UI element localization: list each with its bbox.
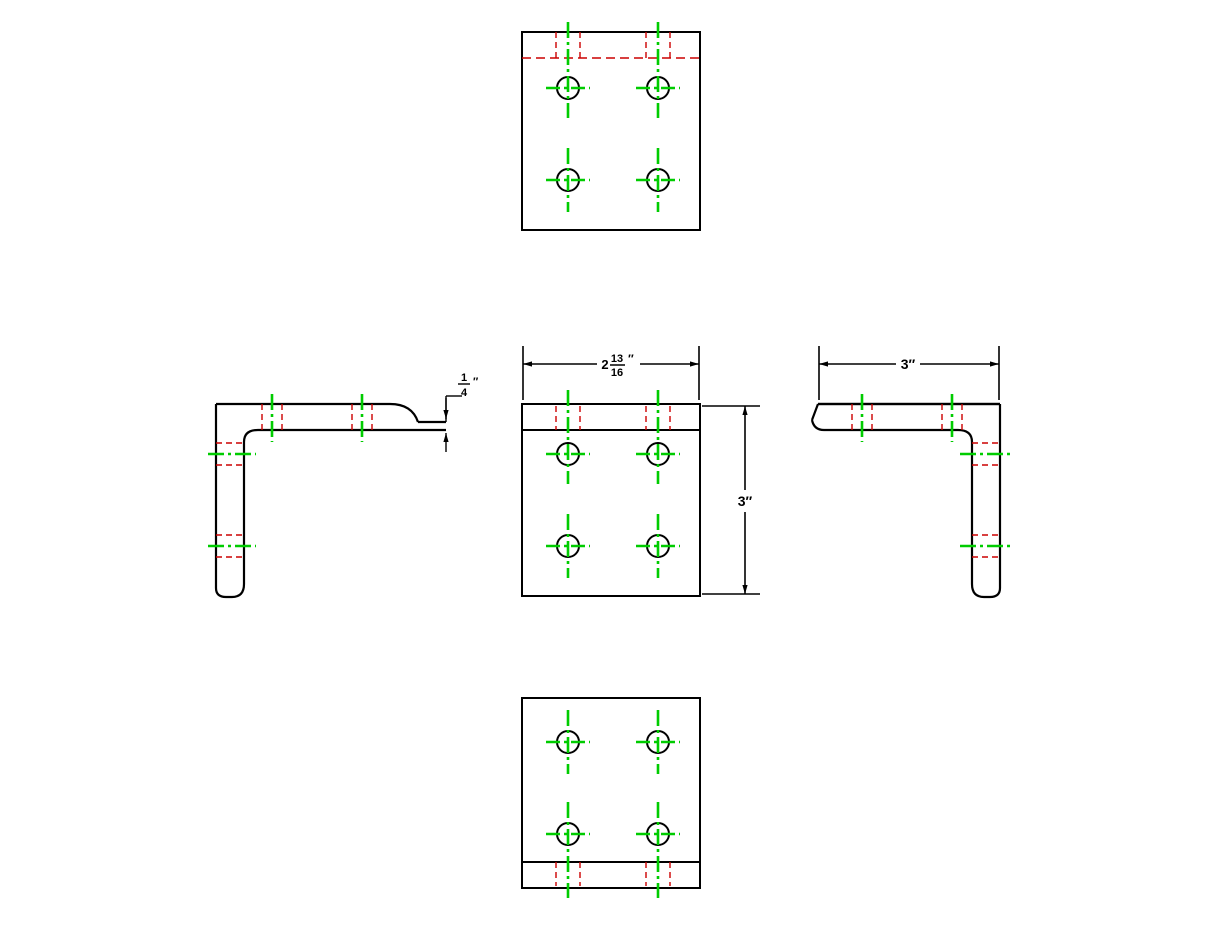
width-numerator: 13 — [611, 353, 623, 365]
height-dimension: 3″ — [702, 405, 760, 595]
width-denominator: 16 — [611, 367, 623, 379]
width-dimension-text: 2 13 16 ″ — [601, 352, 634, 379]
top-view-center-marks — [546, 22, 680, 212]
thickness-unit: ″ — [473, 376, 479, 388]
width-unit: ″ — [628, 352, 634, 366]
depth-dimension: 3″ — [818, 346, 1000, 400]
bottom-view-outline — [521, 697, 701, 889]
front-view-outline — [521, 403, 701, 597]
thickness-denominator: 4 — [461, 387, 468, 399]
top-view-outline — [521, 31, 701, 231]
height-dimension-text: 3″ — [738, 493, 753, 509]
bottom-view-hidden-lines — [555, 862, 671, 886]
right-view-center-marks — [860, 394, 1010, 548]
front-view-center-marks — [546, 390, 680, 578]
left-view-center-marks — [208, 394, 364, 548]
bottom-view-center-marks — [546, 710, 680, 898]
top-view — [521, 22, 701, 231]
right-side-view: 3″ — [810, 346, 1010, 599]
left-view-hidden-lines — [216, 404, 373, 558]
width-dimension: 2 13 16 ″ — [522, 346, 700, 400]
front-view: 2 13 16 ″ 3″ — [521, 346, 760, 597]
right-view-hidden-lines — [851, 404, 1000, 558]
thickness-dimension-text: 1 4 ″ — [458, 372, 479, 399]
front-view-hidden-lines — [555, 406, 671, 430]
top-view-hidden-lines — [522, 32, 700, 59]
thickness-dimension: 1 4 ″ — [443, 372, 479, 452]
thickness-numerator: 1 — [461, 372, 467, 384]
right-view-outline — [810, 402, 1002, 599]
depth-dimension-text: 3″ — [901, 356, 916, 372]
bottom-view — [521, 697, 701, 898]
width-whole: 2 — [601, 357, 608, 372]
left-side-view: 1 4 ″ — [208, 372, 479, 599]
left-view-outline — [214, 402, 446, 599]
